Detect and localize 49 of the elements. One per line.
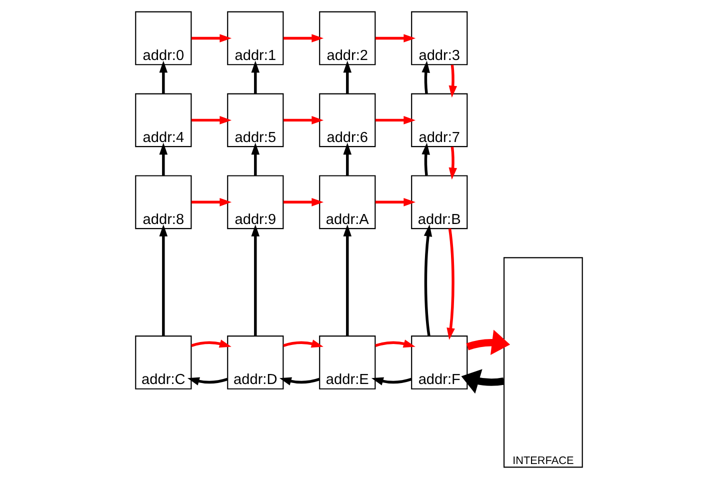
arrow [448, 64, 457, 98]
arrow [374, 34, 416, 42]
node-box: addr:B [410, 175, 468, 230]
arrow [158, 60, 168, 94]
arrow [282, 340, 323, 348]
node-box: addr:F [410, 336, 468, 390]
arrow [423, 224, 432, 336]
arrow [190, 340, 231, 348]
arrow [190, 34, 232, 42]
arrow [190, 198, 232, 206]
node-box: addr:C [134, 336, 192, 390]
node-box: addr:E [318, 336, 376, 390]
arrow [282, 198, 324, 206]
arrow [186, 377, 228, 386]
node-box: addr:9 [226, 175, 284, 230]
node-box: addr:5 [226, 93, 284, 148]
node-box: INTERFACE [502, 257, 582, 468]
arrow [282, 34, 324, 42]
arrow [342, 224, 352, 336]
arrow [250, 142, 260, 176]
arrow [342, 60, 352, 94]
arrow [190, 116, 232, 124]
node-box: addr:7 [410, 93, 468, 148]
arrow [421, 60, 430, 94]
arrow [421, 142, 430, 176]
arrow [374, 198, 416, 206]
arrow [446, 228, 454, 340]
arrow [278, 377, 320, 386]
node-box: addr:A [318, 175, 376, 230]
node-box: addr:1 [226, 11, 284, 66]
node-box: addr:4 [134, 93, 192, 148]
arrow [370, 377, 412, 386]
arrow [374, 340, 415, 348]
node-box: addr:0 [134, 11, 192, 66]
arrow [158, 142, 168, 176]
node-box: addr:2 [318, 11, 376, 66]
arrow [374, 116, 416, 124]
arrow [158, 224, 168, 336]
arrow [466, 330, 510, 355]
arrow [250, 60, 260, 94]
node-box: addr:3 [410, 11, 468, 66]
node-box: addr:8 [134, 175, 192, 230]
arrow [460, 369, 504, 394]
arrow [342, 142, 352, 176]
arrow [282, 116, 324, 124]
node-box: addr:D [226, 336, 284, 390]
arrow [448, 146, 457, 180]
node-box: addr:6 [318, 93, 376, 148]
arrow [250, 224, 260, 336]
